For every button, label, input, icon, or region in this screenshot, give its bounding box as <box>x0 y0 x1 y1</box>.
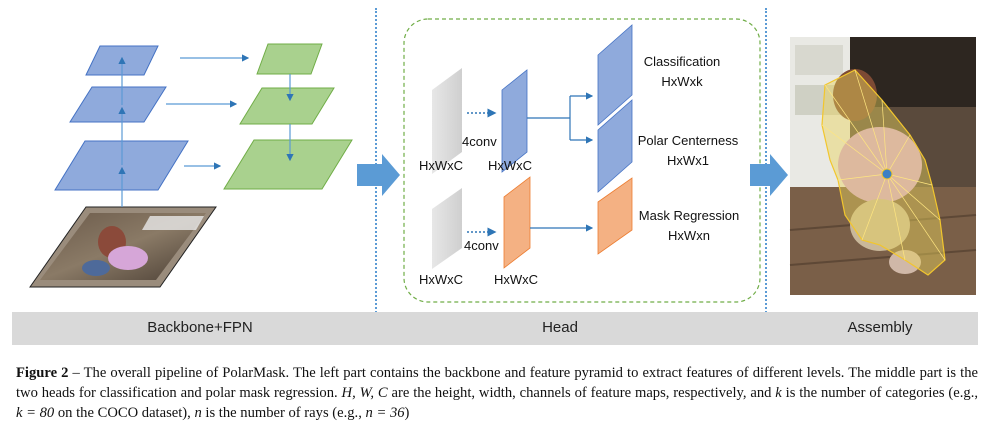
caption-k: k <box>775 385 782 401</box>
assembly-panel-label: Assembly <box>847 319 913 336</box>
mask-input-label: HxWxC <box>419 272 463 287</box>
separator-head-assembly <box>765 8 767 345</box>
mask-regression-label: Mask Regression <box>639 208 739 223</box>
mask-feature <box>503 176 531 269</box>
fpn-level-1 <box>256 43 323 75</box>
centerness-dim: HxWx1 <box>667 153 709 168</box>
big-arrow-to-assembly <box>750 154 788 196</box>
mask-feature-label: HxWxC <box>494 272 538 287</box>
backbone-panel-label: Backbone+FPN <box>147 319 253 336</box>
big-arrow-to-head <box>357 154 400 196</box>
pipeline-figure: 4conv HxWxC HxWxC 4conv HxWxC HxWxC Clas… <box>29 18 977 303</box>
caption-text-6: ) <box>404 405 410 421</box>
mask-conv-label: 4conv <box>464 238 499 253</box>
classification-dim: HxWxk <box>661 74 703 89</box>
caption-k-eq: k = 80 <box>16 405 55 421</box>
caption-text-4: on the COCO dataset), <box>54 405 195 421</box>
input-image <box>29 206 217 288</box>
separator-backbone-head <box>375 8 377 345</box>
caption-text-5: is the number of rays (e.g., <box>201 405 366 421</box>
backbone-level-3 <box>54 140 189 191</box>
cls-conv-label: 4conv <box>462 134 497 149</box>
head-panel-label: Head <box>542 319 578 336</box>
mask-input-feature <box>432 188 462 269</box>
mask-regression-output <box>597 177 633 255</box>
caption-n: n <box>194 405 202 421</box>
assembly-image <box>789 37 977 295</box>
cls-input-label: HxWxC <box>419 158 463 173</box>
figure-caption: Figure 2 – The overall pipeline of Polar… <box>16 363 978 423</box>
fpn-level-2 <box>239 87 335 125</box>
backbone-fpn <box>29 43 353 288</box>
panel-label-bar <box>12 312 978 345</box>
centerness-label: Polar Centerness <box>638 133 739 148</box>
caption-vars: H, W, C <box>341 385 388 401</box>
mask-regression-dim: HxWxn <box>668 228 710 243</box>
cls-feature <box>501 69 528 173</box>
caption-text-3: is the number of categories (e.g., <box>781 385 979 401</box>
caption-text-1: The overall pipeline of PolarMask. The l… <box>16 365 978 401</box>
caption-n-eq: n = 36 <box>365 405 405 421</box>
cls-input-feature <box>432 68 462 174</box>
head-block <box>403 18 761 303</box>
classification-label: Classification <box>644 54 721 69</box>
centerness-output <box>597 99 633 193</box>
backbone-level-2 <box>69 86 167 123</box>
caption-text-2: are the height, width, channels of featu… <box>387 385 776 401</box>
cls-feature-label: HxWxC <box>488 158 532 173</box>
caption-dash: – <box>68 365 84 381</box>
classification-output <box>597 24 633 126</box>
caption-label: Figure 2 <box>16 365 69 381</box>
fpn-level-3 <box>223 139 353 190</box>
